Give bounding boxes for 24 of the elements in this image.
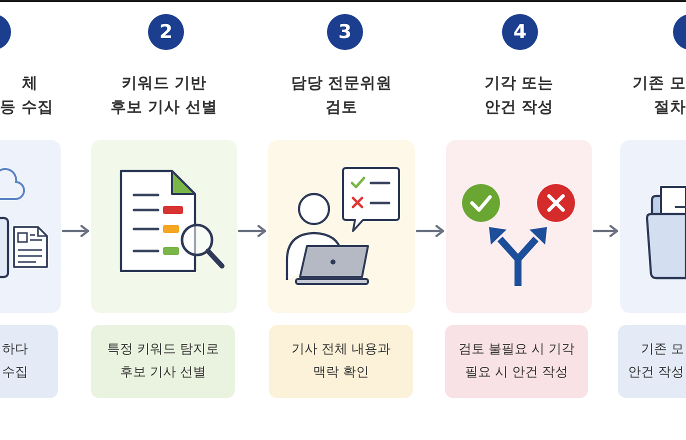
step-number-badge — [0, 14, 11, 50]
arrow — [238, 224, 266, 238]
description-panel — [445, 325, 588, 398]
step-number-badge: 4 — [502, 14, 538, 50]
description-panel — [269, 325, 413, 398]
step-description: 검토 불필요 시 기각 필요 시 안건 작성 — [457, 341, 576, 382]
arrow — [416, 224, 444, 238]
arrow — [62, 224, 90, 238]
step-title: 키워드 기반 후보 기사 선별 — [110, 73, 218, 118]
step-description: 하다 수집 — [2, 341, 29, 382]
step-title: 기각 또는 안건 작성 — [483, 73, 555, 118]
step-number-badge — [673, 14, 686, 50]
step-number-badge: 2 — [148, 14, 184, 50]
arrow — [592, 224, 618, 238]
step-number-badge: 3 — [327, 14, 363, 50]
step-description: 기사 전체 내용과 맥락 확인 — [290, 341, 392, 382]
step-description: 특정 키워드 탐지로 후보 기사 선별 — [106, 341, 220, 382]
step-description: 기존 모 안건 작성 — [626, 341, 684, 382]
step-title: 체 등 수집 — [0, 73, 54, 118]
step-title: 기존 모 절차 — [632, 73, 686, 118]
description-panel — [0, 325, 58, 398]
step-title: 담당 전문위원 검토 — [290, 73, 394, 118]
description-panel — [91, 325, 235, 398]
description-panel — [618, 325, 686, 398]
